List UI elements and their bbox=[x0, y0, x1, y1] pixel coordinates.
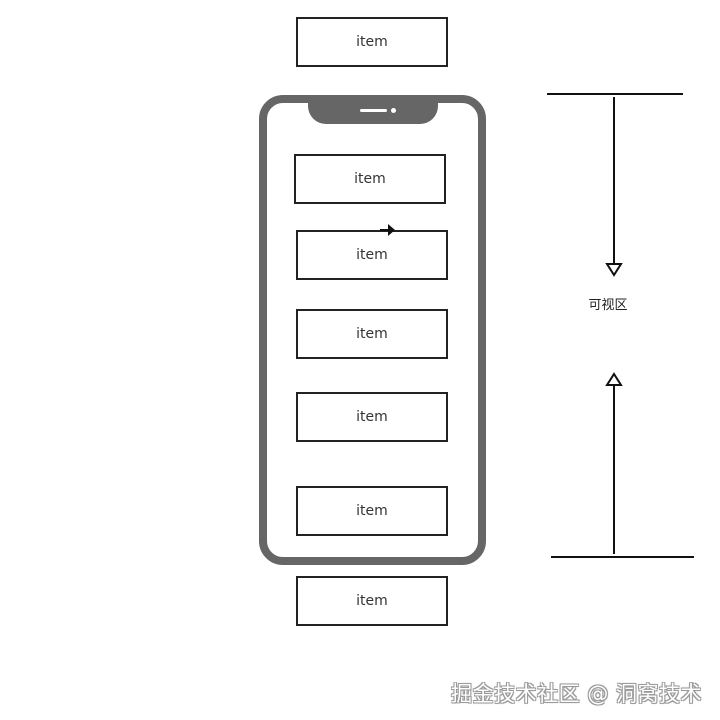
list-item-label: item bbox=[356, 34, 388, 50]
scroll-marker-head bbox=[388, 224, 395, 236]
list-item: item bbox=[296, 392, 448, 442]
list-item-label: item bbox=[356, 247, 388, 263]
phone-camera-icon bbox=[391, 108, 396, 113]
list-item-label: item bbox=[356, 593, 388, 609]
viewport-label: 可视区 bbox=[588, 298, 628, 313]
list-item: item bbox=[296, 486, 448, 536]
down-arrow-icon bbox=[605, 263, 623, 277]
list-item-label: item bbox=[356, 503, 388, 519]
list-item-above-viewport: item bbox=[296, 17, 448, 67]
list-item-below-viewport: item bbox=[296, 576, 448, 626]
up-arrow-icon bbox=[605, 372, 623, 386]
scroll-marker-arrow-icon bbox=[380, 224, 395, 236]
phone-speaker-icon bbox=[360, 109, 387, 112]
list-item: item bbox=[296, 309, 448, 359]
list-item-label: item bbox=[354, 171, 386, 187]
list-item: item bbox=[294, 154, 446, 204]
watermark: 掘金技术社区 @ 洞窝技术 bbox=[451, 682, 702, 706]
list-item-label: item bbox=[356, 326, 388, 342]
list-item-label: item bbox=[356, 409, 388, 425]
list-item: item bbox=[296, 230, 448, 280]
